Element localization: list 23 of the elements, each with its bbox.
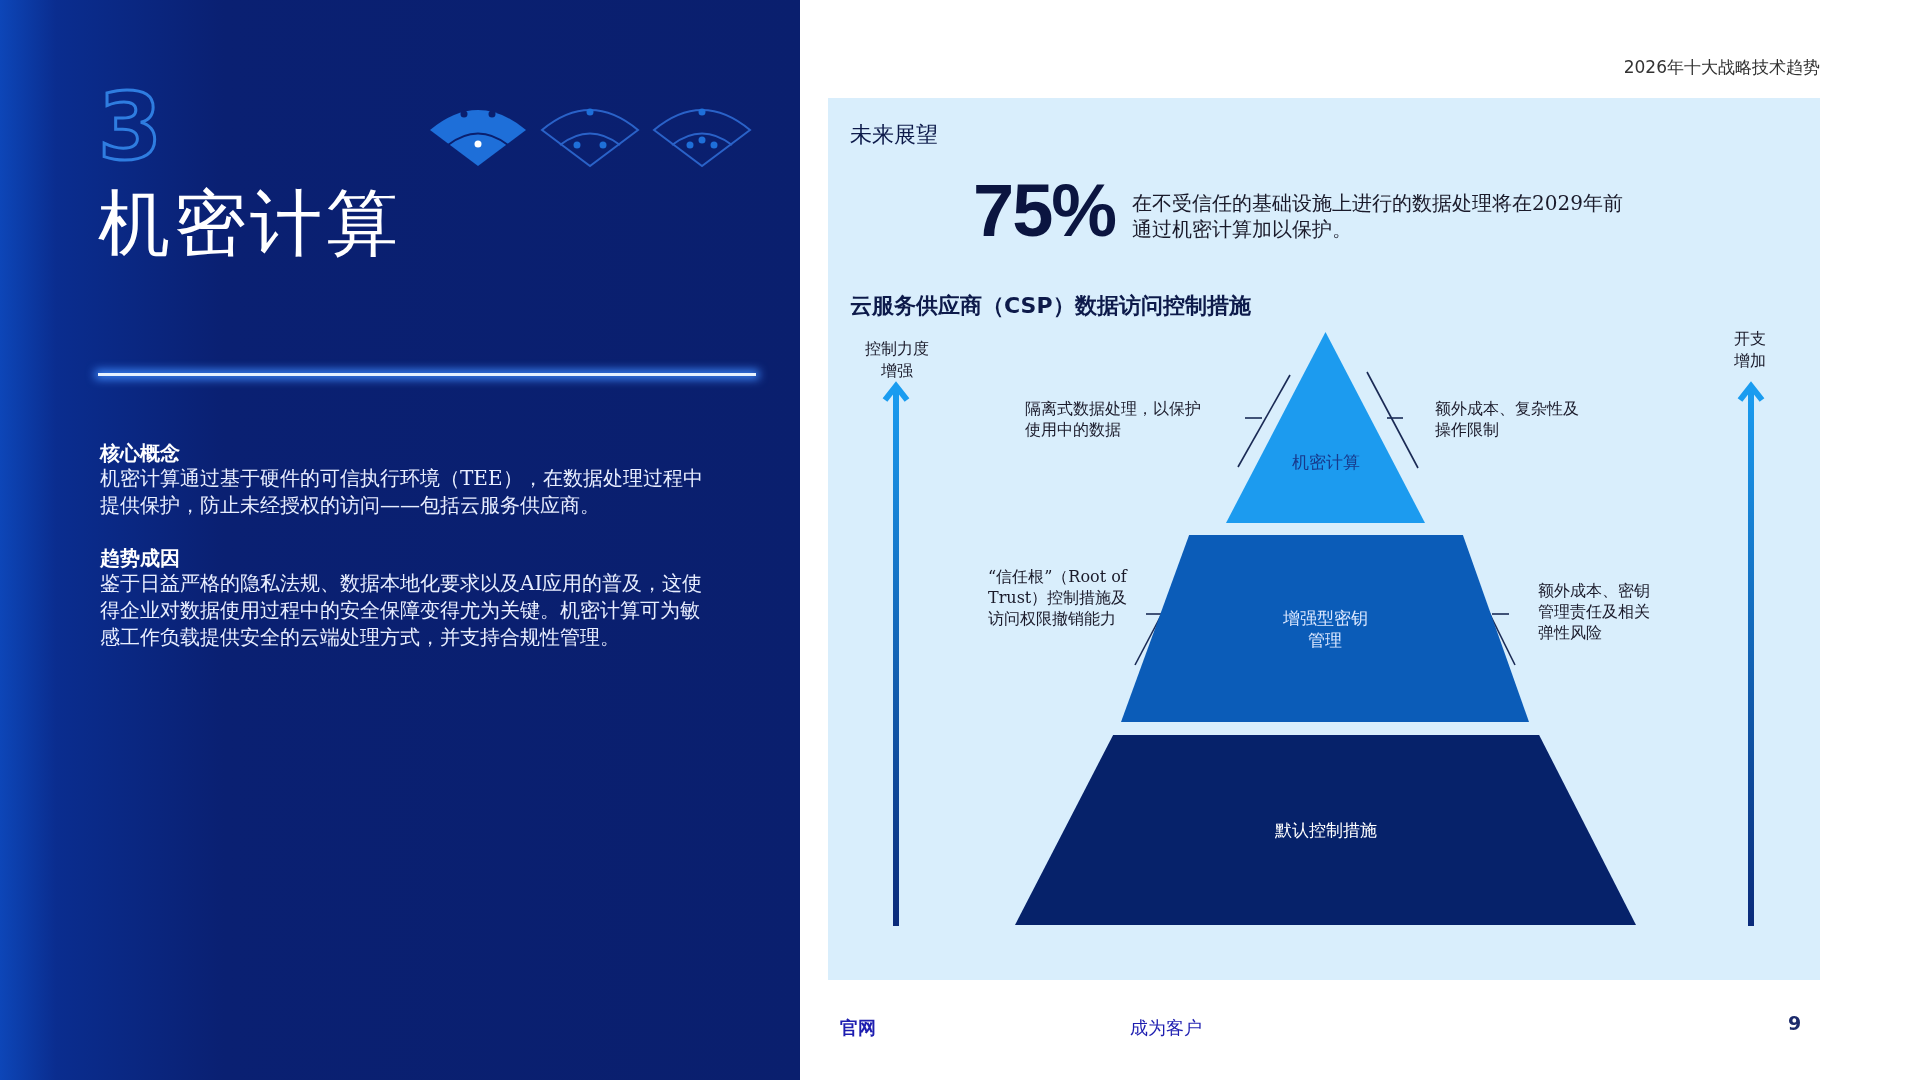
chart-heading: 云服务供应商（CSP）数据访问控制措施	[850, 292, 1251, 320]
annotation-text: 额外成本、密钥管理责任及相关弹性风险	[1538, 580, 1650, 643]
page-title: 机密计算	[98, 180, 402, 267]
footer-link: 官网	[840, 1016, 876, 1040]
section-heading: 核心概念	[100, 440, 180, 467]
section-heading: 趋势成因	[100, 545, 180, 572]
stat-text: 在不受信任的基础设施上进行的数据处理将在2029年前通过机密计算加以保护。	[1132, 190, 1624, 242]
tier-label: 机密计算	[1290, 451, 1361, 473]
stat-number: 75%	[973, 168, 1116, 253]
page-number: 9	[1788, 1012, 1802, 1034]
axis-label: 开支增加	[1733, 328, 1768, 372]
section-number: 3	[98, 82, 162, 174]
header-text: 2026年十大战略技术趋势	[1623, 56, 1820, 79]
body-text: 鉴于日益严格的隐私法规、数据本地化要求以及AI应用的普及，这使得企业对数据使用过程中的安全保障变得尤为关键。机密计算可为敏感工作负载提供安全的云端处理方式，并支持合规性管理。	[100, 570, 704, 651]
tier-label: 默认控制措施	[1273, 819, 1378, 841]
tier-label: 增强型密钥管理	[1281, 606, 1369, 651]
axis-label: 控制力度增强	[864, 338, 931, 382]
panel-heading: 未来展望	[850, 121, 938, 149]
body-text: 机密计算通过基于硬件的可信执行环境（TEE），在数据处理过程中提供保护，防止未经授权的访问——包括云服务供应商。	[100, 465, 704, 519]
footer-link: 成为客户	[1130, 1016, 1202, 1040]
annotation-text: 隔离式数据处理，以保护使用中的数据	[1025, 398, 1202, 440]
annotation-text: 额外成本、复杂性及操作限制	[1435, 398, 1580, 440]
annotation-text: “信任根”（Root of Trust）控制措施及访问权限撤销能力	[988, 566, 1129, 629]
